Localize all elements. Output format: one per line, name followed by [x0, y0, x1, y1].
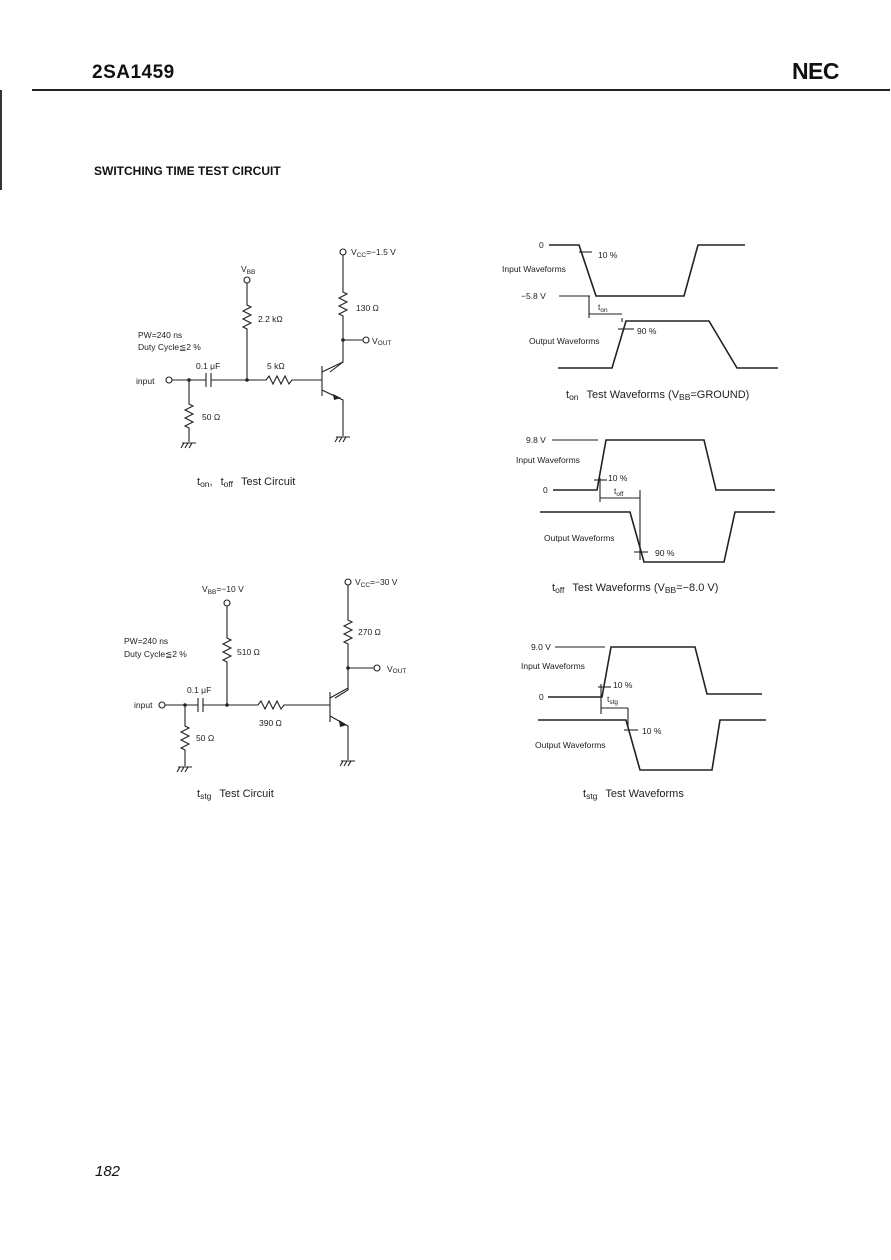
c2-vcc-terminal: [344, 578, 352, 586]
tstg-output-label: Output Waveforms: [535, 740, 606, 750]
tstg-pct-input: 10 %: [613, 680, 633, 690]
toff-output-wave: [540, 511, 775, 563]
c2-vout-node: [346, 666, 350, 670]
tstg-input-wave: [548, 646, 762, 698]
c1-vout-terminal: [362, 336, 370, 344]
c1-input-resistor: [183, 380, 195, 442]
part-number: 2SA1459: [92, 62, 175, 83]
c1-emitter-arrow: [333, 394, 341, 400]
toff-level-zero: 0: [543, 485, 548, 495]
c1-vbb-label: VBB: [241, 264, 255, 276]
tstg-pct-output: 10 %: [642, 726, 662, 736]
c2-vbb-terminal: [223, 599, 231, 607]
toff-t-label: toff: [614, 486, 624, 498]
c1-collector-resistor: [329, 255, 349, 373]
toff-input-label: Input Waveforms: [516, 455, 580, 465]
ton-level-bottom: −5.8 V: [521, 291, 546, 301]
c2-duty: Duty Cycle≦2 %: [124, 649, 187, 659]
c2-r-series: 390 Ω: [259, 718, 282, 728]
c2-emitter-arrow: [339, 720, 347, 727]
c2-input-terminal: [158, 701, 166, 709]
c2-transistor: [329, 687, 349, 760]
c2-input-ground: [176, 766, 192, 773]
circuit-tstg: VBB=−10 V 510 Ω VCC=−30 V 270 Ω VOUT PW=…: [124, 577, 406, 801]
c1-vout-node: [341, 338, 345, 342]
ton-input-wave: [549, 244, 745, 297]
circuit-ton-toff: VBB 2.2 kΩ VCC=−1.5 V 130 Ω VOUT PW=240 …: [136, 247, 396, 489]
brand-logo: NEC: [791, 58, 840, 84]
c2-vcc-label: VCC=−30 V: [355, 577, 398, 589]
c1-base-node: [245, 378, 249, 382]
c2-r-input: 50 Ω: [196, 733, 214, 743]
c2-input-resistor: [179, 705, 191, 766]
ton-output-label: Output Waveforms: [529, 336, 600, 346]
c2-pw: PW=240 ns: [124, 636, 168, 646]
toff-level-top: 9.8 V: [526, 435, 546, 445]
c1-r-collector: 130 Ω: [356, 303, 379, 313]
c2-r-collector: 270 Ω: [358, 627, 381, 637]
c1-r-series: 5 kΩ: [267, 361, 285, 371]
page-number: 182: [95, 1163, 121, 1180]
toff-input-wave: [553, 439, 775, 491]
tstg-t-label: tstg: [607, 694, 618, 706]
toff-pct-output: 90 %: [655, 548, 675, 558]
c1-r-input: 50 Ω: [202, 412, 220, 422]
c1-pw: PW=240 ns: [138, 330, 182, 340]
c2-collector-resistor: [334, 585, 354, 699]
toff-pct-input: 10 %: [608, 473, 628, 483]
c2-base-resistor: [221, 606, 233, 705]
tstg-output-wave: [538, 719, 766, 771]
c1-r-base-top: 2.2 kΩ: [258, 314, 283, 324]
c2-base-node: [225, 703, 229, 707]
c1-vbb-terminal: [243, 276, 251, 284]
header-rule: [32, 89, 890, 91]
waveform-toff: 9.8 V Input Waveforms 0 10 % toff Output…: [516, 435, 775, 595]
c2-base-chain: [165, 698, 330, 712]
margin-bar: [0, 90, 2, 190]
c1-base-resistor: [241, 283, 253, 380]
c2-vbb-label: VBB=−10 V: [202, 584, 244, 596]
waveform-ton: 0 Input Waveforms −5.8 V 10 % ton Output…: [502, 240, 778, 402]
c1-vcc-terminal: [339, 248, 347, 256]
ton-interval: [588, 296, 623, 322]
c1-cap-label: 0.1 μF: [196, 361, 220, 371]
c1-emitter-ground: [334, 436, 350, 443]
ton-pct-input: 10 %: [598, 250, 618, 260]
c1-input-ground: [180, 442, 196, 449]
section-title: SWITCHING TIME TEST CIRCUIT: [94, 164, 281, 178]
c2-vout-terminal: [373, 664, 381, 672]
c2-r-base-top: 510 Ω: [237, 647, 260, 657]
tstg-input-label: Input Waveforms: [521, 661, 585, 671]
c2-input-label: input: [134, 700, 153, 710]
ton-level-top: 0: [539, 240, 544, 250]
c2-emitter-ground: [339, 760, 355, 767]
ton-t-label: ton: [598, 302, 608, 314]
c1-vcc-label: VCC=−1.5 V: [351, 247, 396, 259]
c1-transistor: [321, 361, 344, 436]
c1-vout-label: VOUT: [372, 336, 391, 347]
tstg-interval: [600, 684, 629, 728]
c1-input-label: input: [136, 376, 155, 386]
c2-vout-label: VOUT: [387, 664, 406, 675]
ton-pct-output: 90 %: [637, 326, 657, 336]
c1-duty: Duty Cycle≦2 %: [138, 342, 201, 352]
ton-input-label: Input Waveforms: [502, 264, 566, 274]
c2-cap-label: 0.1 μF: [187, 685, 211, 695]
waveform-tstg: 9.0 V Input Waveforms 0 10 % tstg Output…: [521, 642, 766, 801]
tstg-level-zero: 0: [539, 692, 544, 702]
toff-output-label: Output Waveforms: [544, 533, 615, 543]
tstg-level-top: 9.0 V: [531, 642, 551, 652]
ton-output-wave: [558, 320, 778, 369]
c1-input-terminal: [165, 376, 173, 384]
